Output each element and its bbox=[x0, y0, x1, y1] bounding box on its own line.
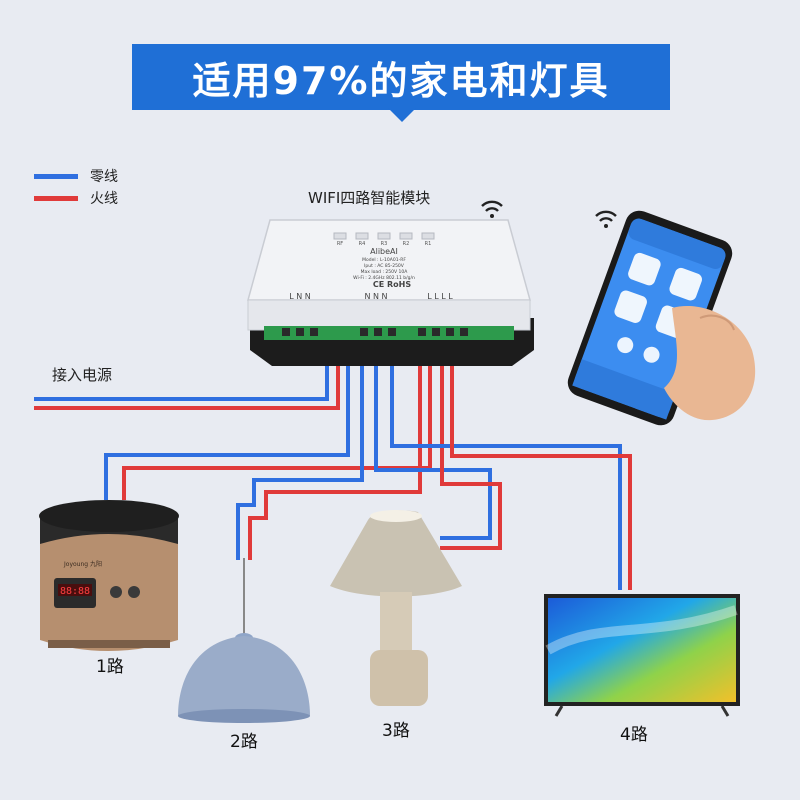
button-label-rf: RF bbox=[337, 241, 343, 247]
route4-neutral-wire bbox=[390, 335, 622, 590]
cooker-display: 88:88 bbox=[60, 586, 90, 597]
legend: 零线 火线 bbox=[34, 165, 118, 209]
module-model: Model : L-10A01-RF bbox=[362, 257, 406, 263]
route-2-label: 2路 bbox=[230, 732, 258, 752]
module-input: Iput : AC 85-250V bbox=[364, 263, 405, 269]
route2-live-wire bbox=[248, 335, 422, 560]
neutral-swatch bbox=[34, 173, 78, 179]
route-1-label: 1路 bbox=[96, 657, 124, 677]
module-max-load: Max load : 250V 10A bbox=[361, 269, 409, 275]
legend-label-neutral: 零线 bbox=[90, 169, 118, 185]
route4-live-wire bbox=[450, 335, 632, 590]
terminals-mid: N N N bbox=[364, 292, 387, 301]
table-lamp bbox=[330, 510, 462, 706]
module-wifi-icon bbox=[481, 200, 503, 218]
cooker-brand: Joyoung 九阳 bbox=[63, 560, 102, 568]
banner: 适用97%的家电和灯具 bbox=[132, 44, 670, 110]
button-label-r4: R4 bbox=[359, 241, 366, 247]
module-brand: AlibeAI bbox=[370, 247, 398, 256]
route3-neutral-wire bbox=[374, 335, 492, 540]
banner-pointer bbox=[388, 108, 416, 122]
module-wifi-spec: Wi-Fi : 2.4GHz 802.11 b/g/n bbox=[353, 275, 415, 281]
route3-live-wire bbox=[440, 335, 502, 550]
phone-wifi-icon bbox=[595, 210, 617, 228]
live-swatch bbox=[34, 195, 78, 201]
route1-live-wire bbox=[122, 335, 432, 500]
route-3-label: 3路 bbox=[382, 721, 410, 741]
television bbox=[544, 594, 740, 717]
button-label-r1: R1 bbox=[425, 241, 432, 247]
route1-neutral-wire bbox=[104, 335, 350, 500]
pendant-lamp bbox=[178, 558, 310, 723]
button-label-r3: R3 bbox=[381, 241, 388, 247]
power-label: 接入电源 bbox=[52, 366, 113, 384]
route2-neutral-wire bbox=[236, 335, 364, 560]
module-cert: CE RoHS bbox=[373, 280, 411, 289]
terminals-left: L N N bbox=[289, 292, 311, 301]
legend-item-live: 火线 bbox=[34, 187, 118, 209]
rice-cooker: 88:88 Joyoung 九阳 bbox=[39, 500, 179, 651]
smartphone bbox=[567, 210, 756, 426]
button-label-r2: R2 bbox=[403, 241, 410, 247]
terminals-right: L L L L bbox=[427, 292, 453, 301]
route-4-label: 4路 bbox=[620, 725, 648, 745]
legend-item-neutral: 零线 bbox=[34, 165, 118, 187]
legend-label-live: 火线 bbox=[90, 191, 118, 207]
wifi-module: RF R4 R3 R2 R1 AlibeAI Model : L-10A01-R… bbox=[247, 200, 534, 366]
module-title: WIFI四路智能模块 bbox=[308, 189, 431, 207]
banner-title: 适用97%的家电和灯具 bbox=[192, 58, 610, 103]
